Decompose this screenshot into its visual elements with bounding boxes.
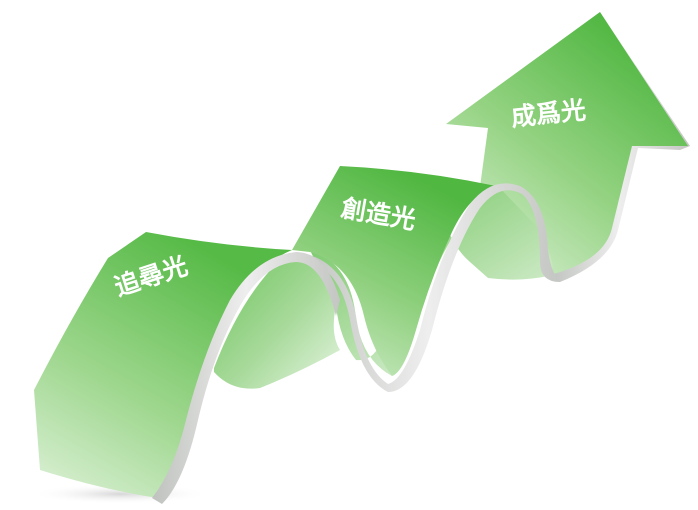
second-wave-inner (310, 186, 553, 376)
second-wave-face (292, 166, 496, 376)
first-wave-face (34, 232, 292, 498)
second-wave-section (292, 166, 560, 392)
first-wave-inner (214, 253, 340, 389)
second-wave-edge (296, 183, 560, 392)
first-wave-edge (152, 252, 340, 504)
first-wave-section (34, 232, 340, 504)
